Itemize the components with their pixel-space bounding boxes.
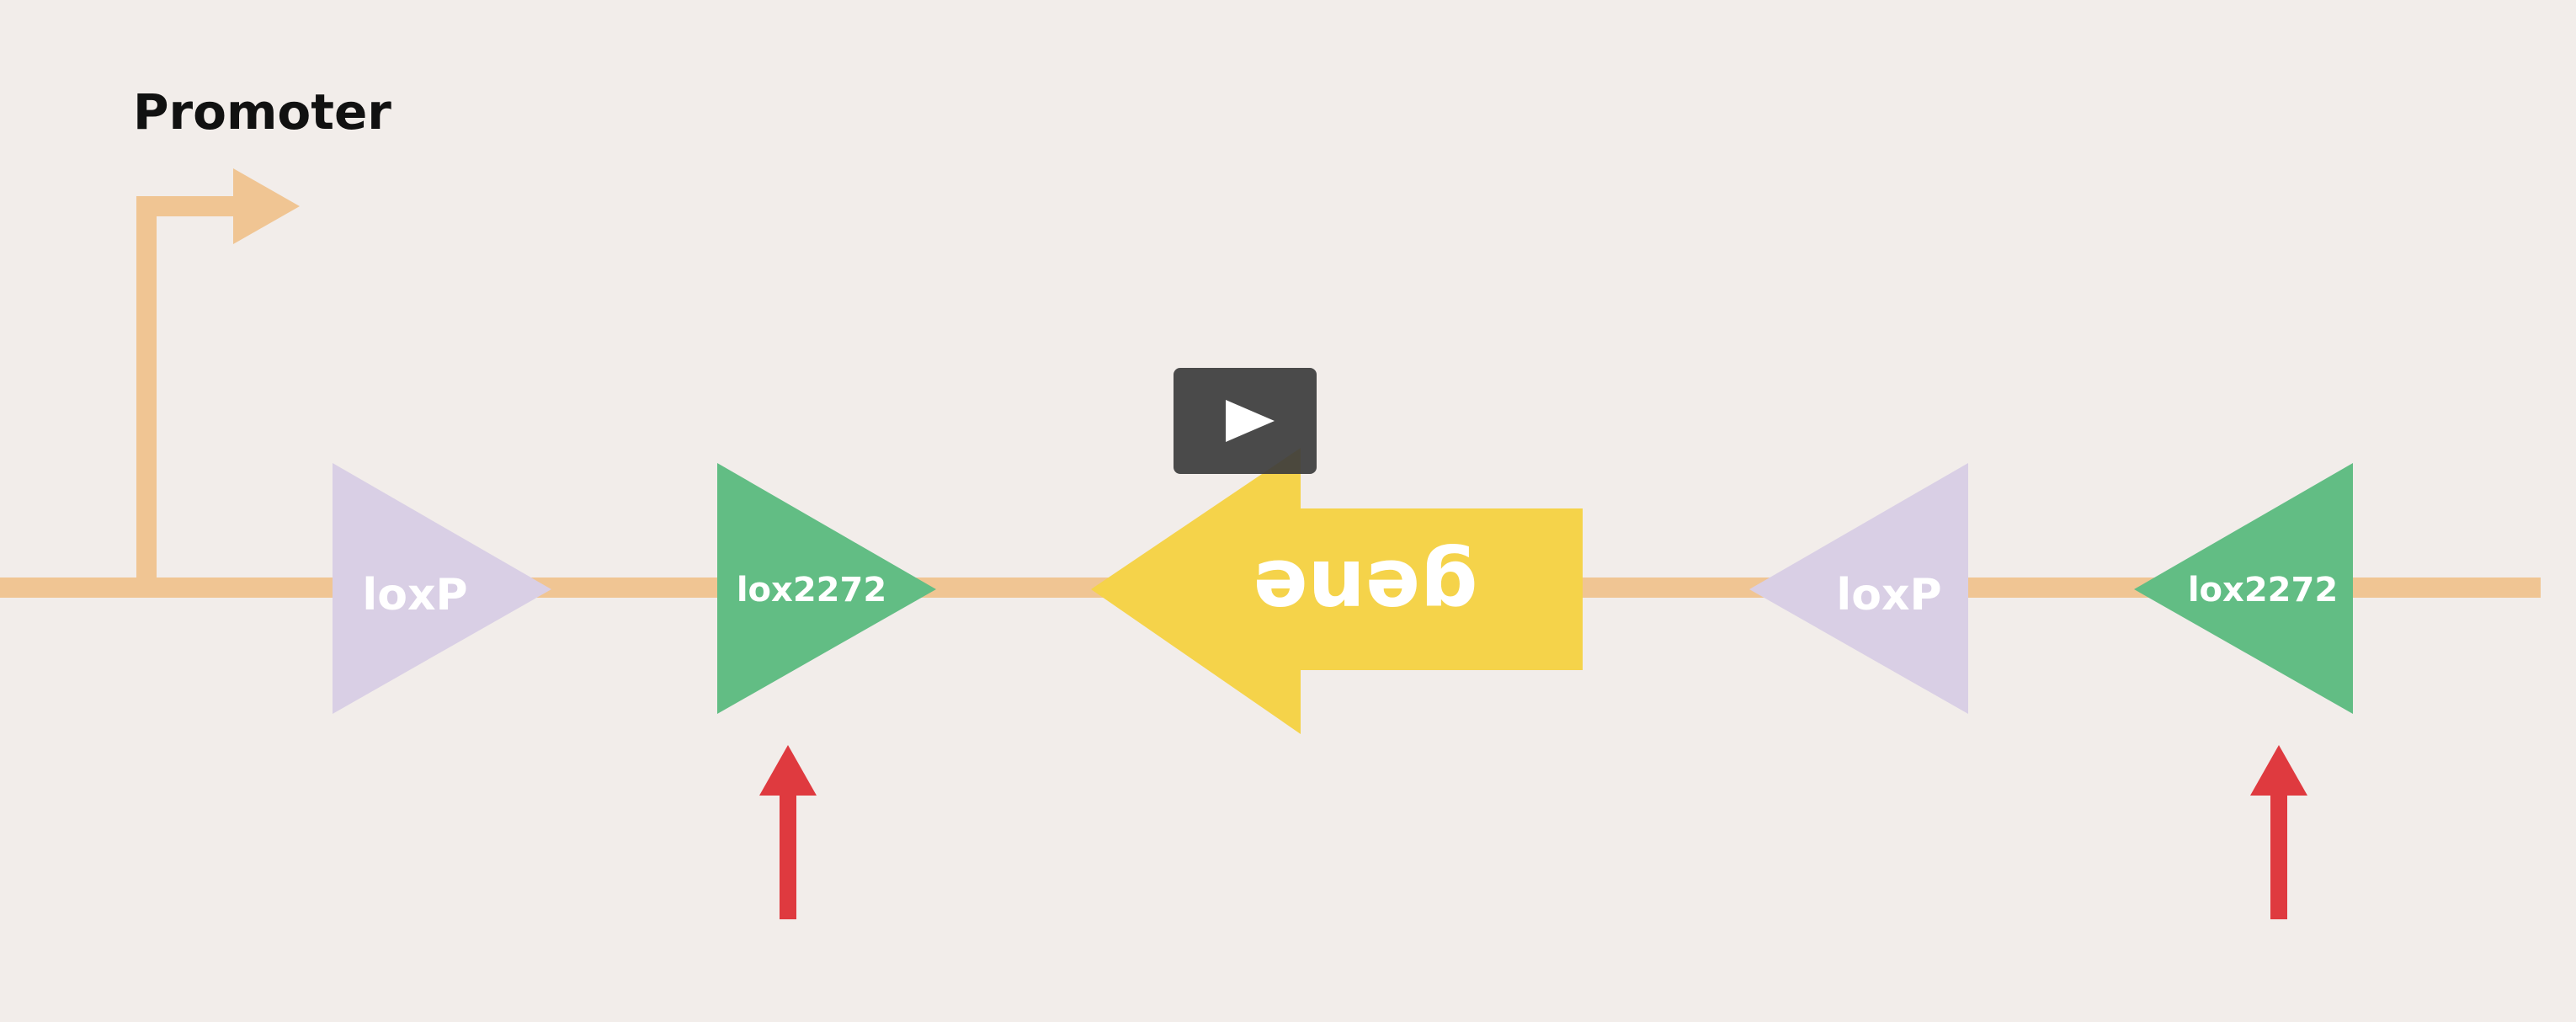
lox2272-site-2: lox2272: [2134, 463, 2353, 714]
video-play-button[interactable]: [1174, 368, 1317, 474]
promoter-arrow: [136, 168, 300, 588]
play-icon[interactable]: [1226, 400, 1275, 442]
lox2272-triangle-1: [717, 463, 936, 714]
lox2272-label-2: lox2272: [2188, 571, 2338, 609]
lox2272-label-1: lox2272: [737, 571, 886, 609]
gene-label: gene: [1253, 542, 1477, 636]
loxp-site-2: loxP: [1749, 463, 1968, 714]
gene-block: gene: [1091, 448, 1583, 734]
loxp-triangle-2: [1749, 463, 1968, 714]
loxp-site-1: loxP: [333, 463, 551, 714]
loxp-label-1: loxP: [362, 570, 467, 620]
red-arrow-1: [759, 745, 817, 919]
loxp-triangle-1: [333, 463, 551, 714]
red-arrow-2: [2250, 745, 2307, 919]
loxp-label-2: loxP: [1836, 570, 1941, 620]
lox2272-triangle-2: [2134, 463, 2353, 714]
gene-arrow: [1091, 448, 1583, 734]
lox2272-site-1: lox2272: [717, 463, 936, 714]
promoter-label: Promoter: [133, 83, 391, 141]
